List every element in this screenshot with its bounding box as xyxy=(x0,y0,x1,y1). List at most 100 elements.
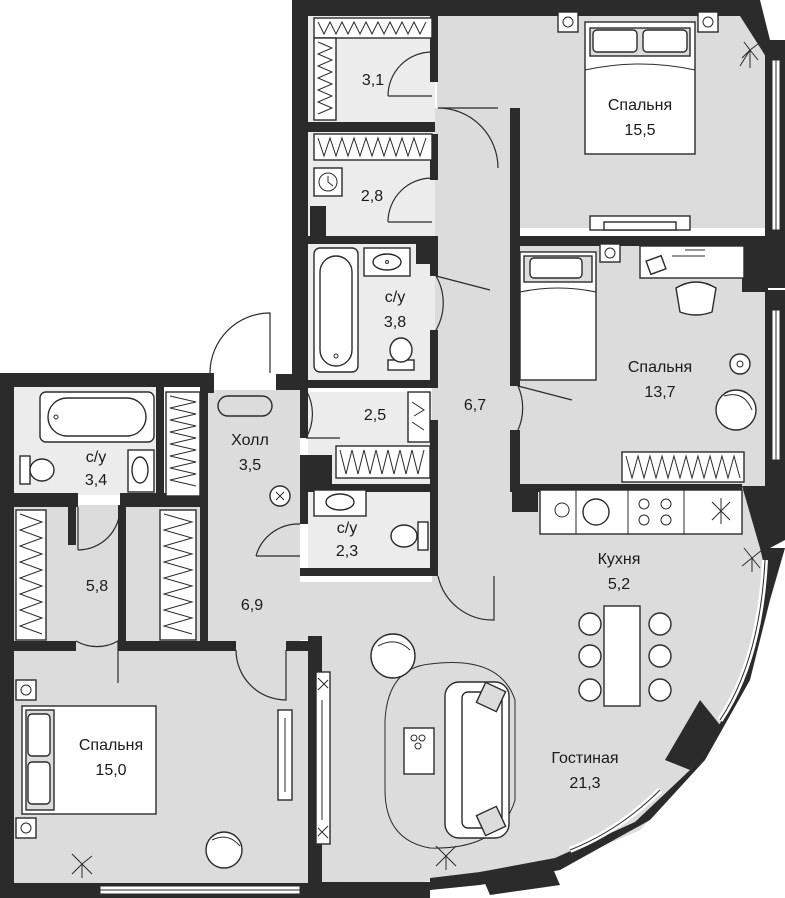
door-bedroom-2[interactable] xyxy=(517,385,573,431)
bedroom-3-floor xyxy=(14,645,308,883)
desk-icon xyxy=(639,245,745,316)
wall xyxy=(510,236,520,386)
wall xyxy=(320,882,430,898)
sink-icon xyxy=(127,449,155,493)
wall xyxy=(430,330,438,384)
room-name-bath-1: с/у xyxy=(385,289,405,306)
wall xyxy=(742,486,785,548)
room-name-bath-2: с/у xyxy=(86,449,106,466)
bed-icon xyxy=(557,11,719,155)
room-name-hall: Холл xyxy=(231,432,269,449)
wall xyxy=(14,641,76,651)
wall xyxy=(300,568,438,576)
wardrobe-icon xyxy=(335,391,431,479)
door-bath-23[interactable] xyxy=(255,523,301,557)
wall xyxy=(307,122,435,132)
wall xyxy=(300,484,308,524)
wall xyxy=(512,486,538,512)
room-area-bath-3: 2,3 xyxy=(336,543,358,560)
tv-stand-icon xyxy=(315,671,331,845)
wall xyxy=(430,484,438,576)
door-bedroom-1[interactable] xyxy=(437,107,499,169)
lamp-icon xyxy=(269,485,291,507)
armchair-icon xyxy=(715,353,757,431)
door-closet-28[interactable] xyxy=(387,177,433,223)
furniture xyxy=(15,11,763,878)
bed-icon xyxy=(15,679,157,839)
wall xyxy=(307,236,435,244)
wall xyxy=(292,0,740,16)
wall xyxy=(286,641,322,651)
tv-console-icon xyxy=(589,215,691,231)
wardrobe-icon xyxy=(15,509,197,641)
wall xyxy=(510,236,768,246)
door-bedroom-3[interactable] xyxy=(235,649,287,701)
armchair-icon xyxy=(370,633,416,679)
entrance-door[interactable] xyxy=(209,312,271,374)
toilet-icon xyxy=(390,521,429,551)
wall xyxy=(742,236,768,292)
wall xyxy=(118,505,126,645)
room-area-kitchen: 5,2 xyxy=(608,576,630,593)
wall xyxy=(510,108,520,240)
tv-stand-icon xyxy=(277,709,293,801)
wall xyxy=(480,862,560,895)
door-living[interactable] xyxy=(437,575,495,621)
plant-icon xyxy=(739,41,759,68)
wall xyxy=(665,700,720,770)
plant-icon xyxy=(71,853,93,878)
bathtub-icon xyxy=(313,247,359,373)
bathtub-icon xyxy=(39,391,155,443)
rug-icon xyxy=(384,662,516,849)
wall xyxy=(300,484,438,492)
room-area-closet-3: 2,5 xyxy=(364,407,386,424)
door-closet-25[interactable] xyxy=(305,389,340,439)
room-area-closet-2: 2,8 xyxy=(361,188,383,205)
wall xyxy=(68,505,76,545)
doors xyxy=(75,51,573,701)
wall xyxy=(118,641,236,651)
wardrobe-icon xyxy=(621,451,745,483)
bed-icon xyxy=(519,243,621,381)
wall xyxy=(300,455,332,485)
coffee-table-icon xyxy=(403,727,435,775)
door-bath-34[interactable] xyxy=(77,506,121,551)
plant-icon xyxy=(435,547,763,870)
room-area-corridor-1: 6,7 xyxy=(464,397,486,414)
wall xyxy=(0,373,204,387)
wall xyxy=(740,0,770,60)
wall xyxy=(0,373,14,898)
hall-floor xyxy=(204,390,300,645)
wall xyxy=(430,134,438,180)
wall xyxy=(430,420,438,486)
wardrobe-icon xyxy=(313,133,433,197)
wall xyxy=(14,493,78,507)
room-area-bedroom-3: 15,0 xyxy=(95,762,126,779)
room-area-bath-1: 3,8 xyxy=(384,314,406,331)
bench-icon xyxy=(217,395,273,417)
room-area-closet-1: 3,1 xyxy=(362,72,384,89)
room-name-bath-3: с/у xyxy=(337,520,357,537)
door-closet-31[interactable] xyxy=(387,51,433,97)
room-area-bath-2: 3,4 xyxy=(85,472,107,489)
windows xyxy=(99,59,781,895)
wall xyxy=(200,373,214,393)
wall xyxy=(200,390,208,645)
room-name-bedroom-1: Спальня xyxy=(608,97,672,114)
sofa-icon xyxy=(444,681,510,839)
wall xyxy=(292,0,308,385)
wall xyxy=(430,16,438,82)
room-area-bedroom-2: 13,7 xyxy=(644,384,675,401)
wall xyxy=(300,388,308,438)
door-closet-58[interactable] xyxy=(75,639,119,683)
armchair-icon xyxy=(205,831,243,869)
toilet-icon xyxy=(19,455,55,485)
wall xyxy=(307,380,438,388)
door-bath-38[interactable] xyxy=(435,275,491,331)
wall xyxy=(510,484,742,492)
toilet-icon xyxy=(387,337,415,371)
room-name-bedroom-3: Спальня xyxy=(79,737,143,754)
room-area-corridor-2: 6,9 xyxy=(241,597,263,614)
room-area-hall: 3,5 xyxy=(239,457,261,474)
